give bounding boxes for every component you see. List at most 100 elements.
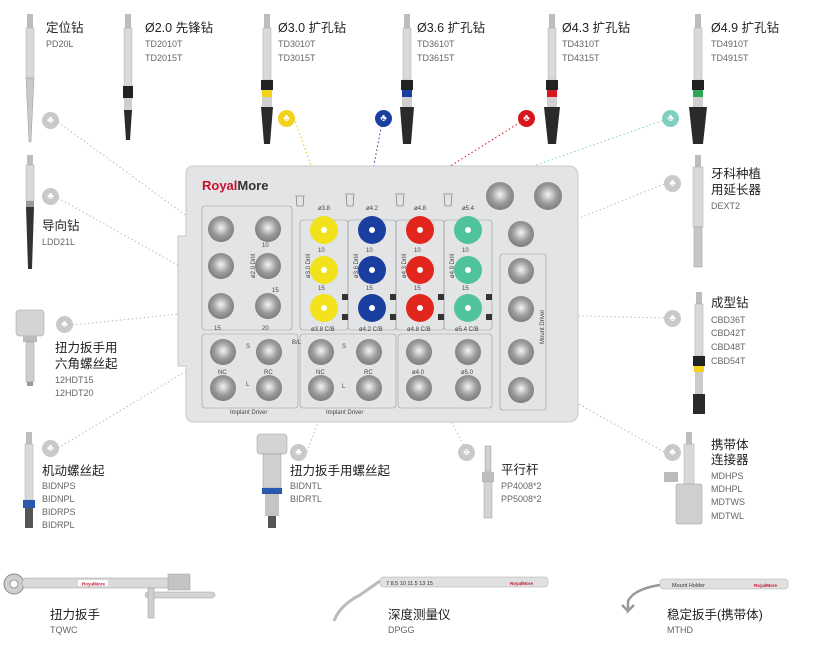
dext2-bullet-icon[interactable]: ♣ — [664, 175, 681, 192]
svg-text:ø4.2 C/B: ø4.2 C/B — [359, 327, 383, 333]
bidm-code-4: BIDRPL — [42, 520, 75, 530]
svg-text:ø5.4: ø5.4 — [462, 206, 475, 212]
blue-drill-holes — [358, 216, 386, 322]
svg-text:15: 15 — [272, 288, 279, 294]
td36-code-2: TD3615T — [417, 53, 455, 63]
td49-bullet-icon[interactable]: ♣ — [662, 110, 679, 127]
pp-code-1: PP4008*2 — [501, 481, 542, 491]
svg-text:ø5.4 C/B: ø5.4 C/B — [455, 327, 479, 333]
hdt-driver-image — [15, 309, 45, 386]
tqwc-title: 扭力扳手 — [50, 608, 101, 622]
td49-title: Ø4.9 扩孔钻 — [711, 21, 780, 35]
bidm-code-1: BIDNPS — [42, 481, 76, 491]
surgical-tray: RoyalMore — [177, 165, 579, 423]
mdh-bullet-icon[interactable]: ♣ — [664, 444, 681, 461]
td43-title: Ø4.3 扩孔钻 — [562, 21, 631, 35]
mdh-title-line-2: 连接器 — [711, 453, 749, 467]
cbd-title: 成型钻 — [711, 296, 749, 310]
td49-code-1: TD4910T — [711, 39, 749, 49]
cbd-code-2: CBD42T — [711, 328, 746, 338]
hdt-title-line-2: 六角螺丝起 — [55, 357, 118, 371]
td43-code-2: TD4315T — [562, 53, 600, 63]
svg-text:NC: NC — [218, 370, 227, 376]
dext2-title-line-2: 用延长器 — [711, 183, 762, 197]
cbd-bullet-icon[interactable]: ♣ — [664, 310, 681, 327]
bidt-bullet-icon[interactable]: ♣ — [290, 444, 307, 461]
mdh-connector-image — [664, 432, 703, 525]
pp-rod-image — [482, 445, 494, 519]
svg-text:15: 15 — [214, 326, 221, 332]
td30-drill-image — [261, 14, 273, 144]
svg-text:RC: RC — [364, 370, 373, 376]
svg-text:RoyalMore: RoyalMore — [82, 582, 106, 587]
tqwc-wrench-image: RoyalMore — [3, 573, 216, 619]
dpgg-gauge-image: 7 8.5 10 11.5 13 15 RoyalMore — [332, 576, 549, 622]
green-drill-holes — [454, 216, 482, 322]
td36-title: Ø3.6 扩孔钻 — [417, 21, 486, 35]
mthd-label: Mount Holder — [672, 583, 705, 589]
svg-text:15: 15 — [462, 286, 469, 292]
bidt-code-1: BIDNTL — [290, 481, 323, 491]
dext2-code-1: DEXT2 — [711, 201, 741, 211]
pd20-code-1: PD20L — [46, 39, 74, 49]
td43-drill-image — [544, 14, 560, 144]
cbd-drill-image — [693, 292, 705, 414]
pp-code-2: PP5008*2 — [501, 494, 542, 504]
svg-text:ø4.0: ø4.0 — [412, 370, 425, 376]
svg-text:15: 15 — [366, 286, 373, 292]
mdh-code-4: MDTWL — [711, 511, 744, 521]
pp-title: 平行杆 — [501, 463, 539, 477]
mthd-code-1: MTHD — [667, 625, 693, 635]
red-drill-holes — [406, 216, 434, 322]
td36-code-1: TD3610T — [417, 39, 455, 49]
bidm-code-2: BIDNPL — [42, 494, 75, 504]
mthd-brand: RoyalMore — [754, 583, 778, 588]
yellow-drill-holes — [310, 216, 338, 322]
mdh-code-1: MDHPS — [711, 471, 744, 481]
svg-text:10: 10 — [262, 243, 269, 249]
hdt-code-2: 12HDT20 — [55, 388, 94, 398]
mthd-holder-image: Mount Holder RoyalMore — [621, 578, 789, 615]
svg-text:S: S — [246, 344, 250, 350]
hdt-code-1: 12HDT15 — [55, 375, 94, 385]
ldd21-bullet-icon[interactable]: ♣ — [42, 188, 59, 205]
ldd21-title: 导向钻 — [42, 219, 80, 233]
td36-bullet-icon[interactable]: ♣ — [375, 110, 392, 127]
td20-code-2: TD2015T — [145, 53, 183, 63]
ldd21-drill-image — [25, 155, 35, 269]
bidt-code-2: BIDRTL — [290, 494, 322, 504]
svg-text:ø3.0 Drill: ø3.0 Drill — [306, 254, 312, 278]
svg-text:20: 20 — [262, 326, 269, 332]
svg-text:ø4.9 Drill: ø4.9 Drill — [450, 254, 456, 278]
svg-text:ø4.3 Drill: ø4.3 Drill — [402, 254, 408, 278]
pp-bullet-icon[interactable]: ♣ — [458, 444, 475, 461]
svg-text:L: L — [342, 384, 346, 390]
svg-text:ø5.0: ø5.0 — [461, 370, 474, 376]
svg-text:ø4.8: ø4.8 — [414, 206, 427, 212]
svg-text:ø3.8 C/B: ø3.8 C/B — [311, 327, 335, 333]
pd20-bullet-icon[interactable]: ♣ — [42, 112, 59, 129]
mdh-code-3: MDTWS — [711, 497, 745, 507]
hdt-bullet-icon[interactable]: ♣ — [56, 316, 73, 333]
pd20-drill-image — [25, 14, 35, 143]
mthd-title: 稳定扳手(携带体) — [667, 608, 763, 622]
tray-brand-logo: RoyalMore — [202, 178, 268, 193]
td30-code-2: TD3015T — [278, 53, 316, 63]
td36-drill-image — [400, 14, 414, 144]
dpgg-brand: RoyalMore — [510, 581, 534, 586]
ldd21-code-1: LDD21L — [42, 237, 76, 247]
td49-drill-image — [689, 14, 707, 144]
svg-text:10: 10 — [318, 248, 325, 254]
bidm-bullet-icon[interactable]: ♣ — [42, 440, 59, 457]
dpgg-code-1: DPGG — [388, 625, 415, 635]
svg-text:S: S — [342, 344, 346, 350]
td30-bullet-icon[interactable]: ♣ — [278, 110, 295, 127]
tqwc-code-1: TQWC — [50, 625, 78, 635]
svg-text:L: L — [246, 382, 250, 388]
td49-code-2: TD4915T — [711, 53, 749, 63]
svg-text:RC: RC — [264, 370, 273, 376]
bidm-code-3: BIDRPS — [42, 507, 76, 517]
cbd-code-4: CBD54T — [711, 356, 746, 366]
td30-code-1: TD3010T — [278, 39, 316, 49]
bidm-title: 机动螺丝起 — [42, 464, 105, 478]
